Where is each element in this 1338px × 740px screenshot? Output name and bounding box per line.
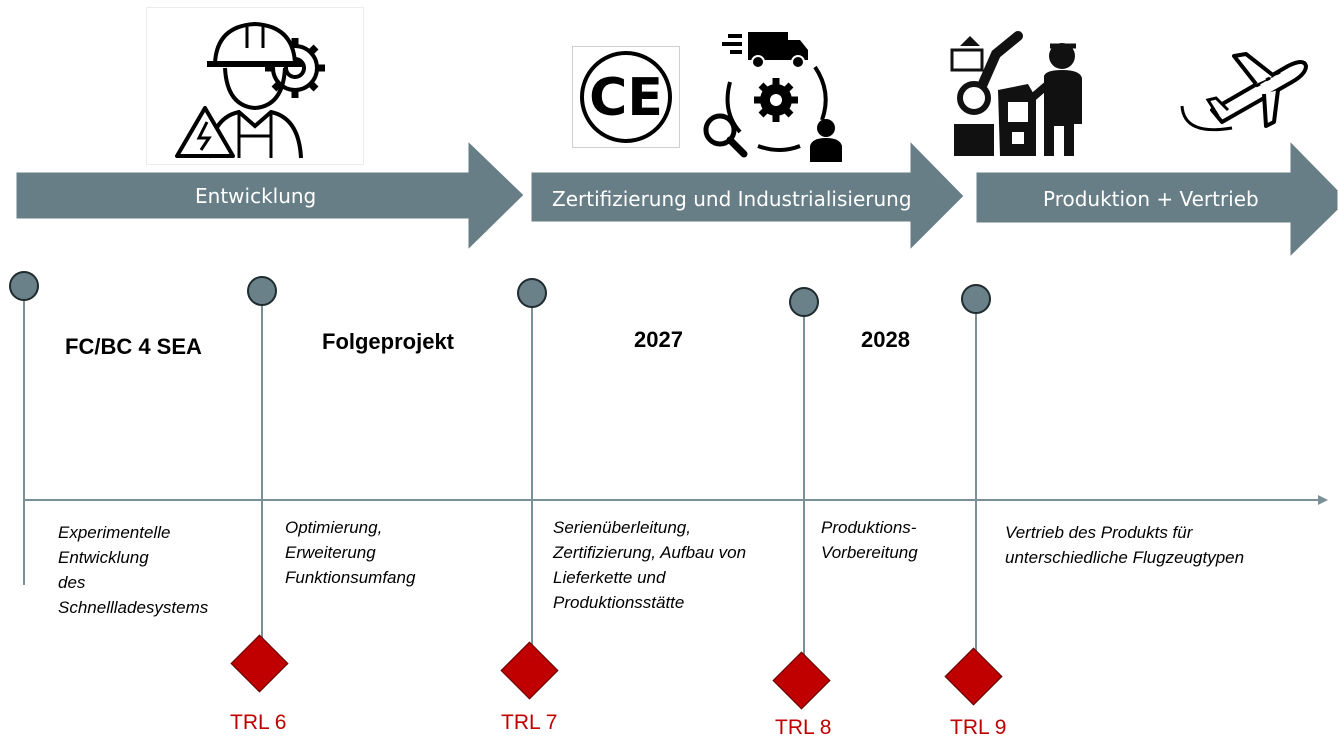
stage-title: Folgeprojekt (322, 329, 455, 354)
timeline-node (961, 284, 991, 314)
timeline-node (9, 271, 39, 301)
timeline-node (517, 278, 547, 308)
ce-mark-icon: CE (572, 46, 680, 148)
engineer-icon (146, 7, 364, 165)
stage-description: Serienüberleitung, Zertifizierung, Aufba… (553, 518, 747, 612)
milestone-diamond (230, 634, 289, 693)
milestone-label: TRL 7 (501, 711, 558, 734)
phase-label-produktion: Produktion + Vertrieb (1043, 187, 1259, 211)
timeline-node (247, 276, 277, 306)
stage-title: FC/BC 4 SEA (65, 334, 202, 359)
phase-label-entwicklung: Entwicklung (195, 184, 317, 208)
stage-description: Experimentelle Entwicklung des Schnellla… (58, 523, 209, 617)
milestone-diamond (944, 647, 1003, 706)
milestone-label: TRL 9 (950, 716, 1007, 739)
ce-mark-text: CE (589, 68, 663, 128)
stage-description: Vertrieb des Produkts für unterschiedlic… (1005, 523, 1245, 567)
phase-label-zertifizierung: Zertifizierung und Industrialisierung (552, 187, 912, 211)
stage-description: Produktions- Vorbereitung (821, 518, 918, 562)
milestone-diamond (500, 641, 559, 700)
factory-worker-icon (940, 28, 1090, 158)
timeline-connector (261, 300, 263, 640)
stage-description: Optimierung, Erweiterung Funktionsumfang (285, 518, 416, 587)
supply-chain-icon (700, 22, 845, 162)
airplane-icon (1172, 46, 1312, 141)
timeline-connector (975, 310, 977, 652)
timeline-connector (803, 315, 805, 657)
milestone-label: TRL 8 (775, 716, 832, 739)
timeline-connector (23, 300, 25, 585)
milestone-diamond (772, 651, 831, 710)
stage-title: 2027 (634, 327, 683, 352)
timeline-node (789, 287, 819, 317)
milestone-label: TRL 6 (230, 711, 287, 734)
stage-title: 2028 (861, 327, 910, 352)
timeline-connector (531, 305, 533, 647)
timeline-axis (20, 490, 1330, 510)
